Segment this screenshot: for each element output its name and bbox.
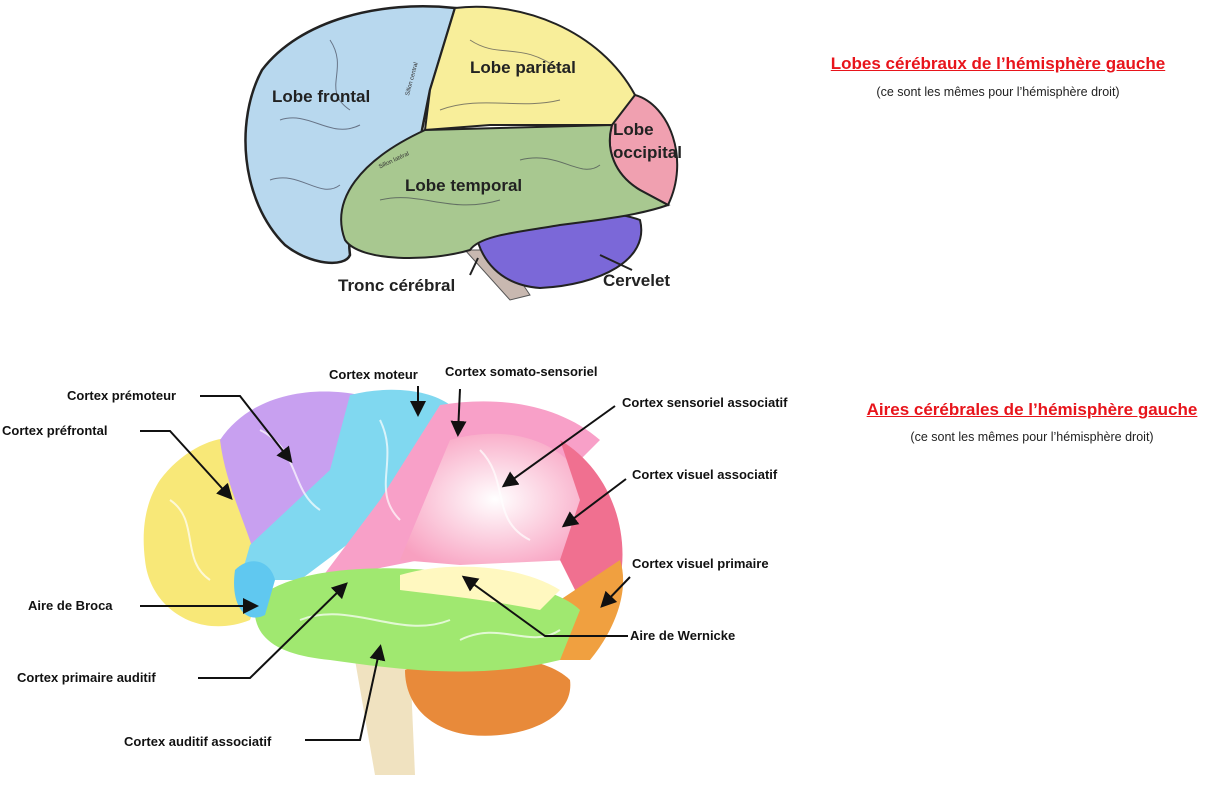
lobes-subtitle: (ce sont les mêmes pour l’hémisphère dro… [876, 85, 1120, 99]
areas-subtitle: (ce sont les mêmes pour l’hémisphère dro… [910, 430, 1154, 444]
cerebellum-shape-2 [405, 656, 571, 736]
motor-region [240, 389, 450, 580]
label-motor-cortex: Cortex moteur [329, 367, 418, 382]
label-cerebellum: Cervelet [603, 271, 671, 290]
arrow-auditory-assoc [305, 644, 386, 741]
label-somatosensory-cortex: Cortex somato-sensoriel [445, 364, 598, 379]
visual-assoc-region [560, 440, 623, 600]
arrow-prefrontal [140, 430, 233, 500]
arrow-sensory-assoc [501, 405, 616, 488]
brainstem-shape-2 [355, 660, 415, 775]
label-sensory-assoc-cortex: Cortex sensoriel associatif [622, 395, 788, 410]
label-prefrontal-cortex: Cortex préfrontal [2, 423, 108, 438]
label-visual-primary-cortex: Cortex visuel primaire [632, 556, 769, 571]
label-temporal-lobe: Lobe temporal [405, 176, 523, 195]
label-brainstem: Tronc cérébral [338, 276, 456, 295]
label-frontal-lobe: Lobe frontal [272, 87, 371, 106]
label-parietal-lobe: Lobe pariétal [470, 58, 576, 77]
label-premotor-cortex: Cortex prémoteur [67, 388, 177, 403]
arrow-premotor [200, 395, 293, 464]
label-auditory-assoc-cortex: Cortex auditif associatif [124, 734, 272, 749]
label-auditory-primary-cortex: Cortex primaire auditif [17, 670, 156, 685]
arrow-visual-assoc [561, 478, 627, 528]
areas-title: Aires cérébrales de l’hémisphère gauche [866, 400, 1198, 419]
arrow-visual-primary [600, 576, 631, 608]
arrow-wernicke [461, 575, 628, 637]
sensory-assoc-region [400, 433, 590, 565]
label-visual-assoc-cortex: Cortex visuel associatif [632, 467, 778, 482]
label-wernicke-area: Aire de Wernicke [630, 628, 736, 643]
label-occipital-lobe-1: Lobe [613, 120, 654, 139]
label-broca-area: Aire de Broca [28, 598, 113, 613]
arrow-auditory-primary [198, 582, 348, 679]
lobes-title: Lobes cérébraux de l’hémisphère gauche [830, 54, 1166, 73]
parietal-lobe-shape [423, 5, 637, 132]
temporal-lobe-shape [340, 123, 671, 260]
arrow-somatosensory [450, 388, 467, 437]
label-occipital-lobe-2: occipital [613, 143, 682, 162]
